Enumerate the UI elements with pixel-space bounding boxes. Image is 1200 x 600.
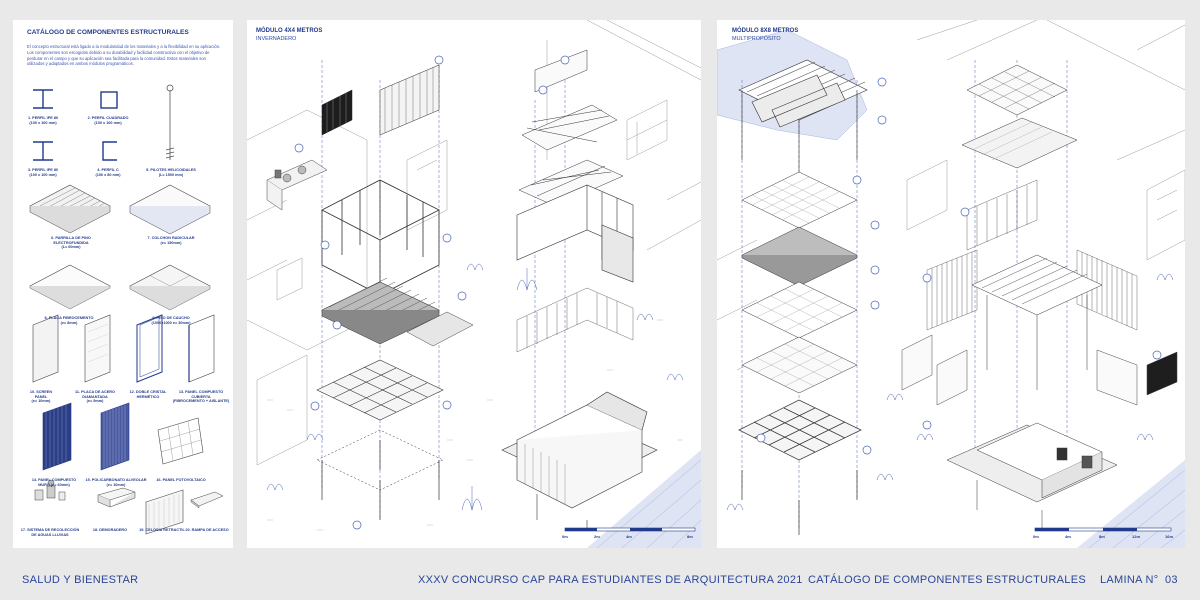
rubber-floor-icon <box>129 264 211 311</box>
scale-label: 2m <box>594 534 600 539</box>
catalog-item-label: 10. SCREEN PANEL (e= 10mm) <box>29 390 53 404</box>
composite-wall-panel-icon <box>42 402 72 471</box>
photovoltaic-panel-icon <box>157 417 204 465</box>
rainwater-system-icon <box>34 479 66 501</box>
assembled-pergola <box>971 254 1103 390</box>
ground-hatch <box>587 450 701 548</box>
catalog-item-label: 16. PANEL FOTOVOLTAICO <box>156 478 206 482</box>
scale-bar-2 <box>1034 527 1172 532</box>
double-glass-icon <box>136 314 163 383</box>
square-profile-icon <box>100 91 118 109</box>
scale-label: 4m <box>626 534 632 539</box>
scale-label: 8m <box>1099 534 1105 539</box>
plant-drawings <box>266 263 684 511</box>
solar-roof <box>961 64 1078 169</box>
scale-bar-1 <box>564 527 696 532</box>
background-buildings-2 <box>717 20 1185 371</box>
foundation-grid <box>316 359 444 421</box>
module-4x4-drawing <box>247 20 701 548</box>
catalog-drawings <box>29 84 224 535</box>
catalog-item-label: 19. CELOSIA RETRACTIL <box>139 528 185 532</box>
footer-contest: XXXV CONCURSO CAP PARA ESTUDIANTES DE AR… <box>418 574 803 586</box>
scale-label: 0m <box>562 534 568 539</box>
catalog-item-label: 14. PANEL COMPUESTO MURO (e= 60mm) <box>31 478 77 487</box>
scale-label: 0m <box>1033 534 1039 539</box>
greenhouse-walls <box>516 184 634 283</box>
composite-roof-panel-icon <box>188 314 215 383</box>
catalog-item-label: 11. PLACA DE ACERO DIAMANTADA (e= 5mm) <box>74 390 115 404</box>
ipe-profile-icon-2 <box>33 141 53 161</box>
footer-sheet-label: LAMINA N° <box>1100 574 1159 586</box>
footer-theme: SALUD Y BIENESTAR <box>22 574 139 586</box>
component-catalog-panel: CATÁLOGO DE COMPONENTES ESTRUCTURALES El… <box>13 20 233 548</box>
bench-icon <box>97 487 136 508</box>
diamond-plate-icon <box>84 314 111 383</box>
assembled-module <box>946 422 1118 530</box>
greenhouse-roof <box>518 49 624 207</box>
steel-frame <box>321 179 440 296</box>
catalog-item-label: 9. PISO DE CAUCHO (1000x1000 e= 30mm) <box>151 316 191 325</box>
catalog-item-label: 3. PERFIL IPE 80 (100 x 100 mm) <box>27 168 59 177</box>
catalog-item-label: 8. PLACA FIBROCEMENTO (e= 8mm) <box>44 316 94 325</box>
scale-label: 4m <box>1065 534 1071 539</box>
callouts-2 <box>756 77 1162 455</box>
module-4x4-sheet: MÓDULO 4X4 METROS INVERNADERO 0m 2m 4m 8… <box>247 20 701 548</box>
catalog-item-label: 12. DOBLE CRISTAL HERMÉTICO <box>129 390 167 399</box>
footer-sheet-number: 03 <box>1165 574 1178 586</box>
module-8x8-subtitle: MULTIPROPÓSITO <box>732 36 781 42</box>
polycarbonate-icon <box>100 402 130 471</box>
scale-label: 8m <box>687 534 693 539</box>
solar-panels <box>321 64 440 136</box>
root-mat-icon <box>129 184 211 235</box>
piles <box>316 429 444 520</box>
pine-grating-icon <box>29 184 111 234</box>
catalog-item-label: 1. PERFIL IPE 80 (100 x 100 mm) <box>27 116 59 125</box>
catalog-item-label: 15. POLICARBONATO ALVEOLAR (e= 10mm) <box>85 478 147 487</box>
ground-marks <box>267 319 683 531</box>
fibrocement-plate-icon <box>29 264 111 310</box>
module-8x8-title: MÓDULO 8X8 METROS <box>732 28 799 34</box>
catalog-item-label: 18. DEMORADERO <box>92 528 128 532</box>
grating-floor <box>321 277 440 345</box>
access-ramp-icon <box>190 491 224 509</box>
module-8x8-sheet: MÓDULO 8X8 METROS MULTIPROPÓSITO 0m 4m 8… <box>717 20 1185 548</box>
retractable-lattice-icon <box>145 489 184 535</box>
catalog-item-label: 7. COLCHON RADICULAR (e= 150mm) <box>147 236 195 245</box>
module-4x4-subtitle: INVERNADERO <box>256 36 297 42</box>
catalog-intro: El concepto estructural está ligado a la… <box>27 44 221 67</box>
catalog-item-label: 6. PARRILLA DE PINO ELECTROFUNDIDA (L= 6… <box>51 236 91 250</box>
ipe-profile-icon <box>33 89 53 109</box>
module-8x8-drawing <box>717 20 1185 548</box>
pergola-structure <box>738 59 868 190</box>
scale-label: 16m <box>1165 534 1174 539</box>
module-4x4-title: MÓDULO 4X4 METROS <box>256 28 323 34</box>
wall-panels <box>901 334 1178 406</box>
screen-panel-icon <box>32 314 59 383</box>
greenhouse-fence <box>516 287 634 353</box>
callouts <box>294 55 570 530</box>
greenhouse-assembled <box>501 391 658 530</box>
plant-drawings-2 <box>726 273 1174 511</box>
catalog-item-label: 2. PERFIL CUADRADO (100 x 100 mm) <box>87 116 129 125</box>
catalog-item-label: 5. PILOTES HELICOIDALES (L= 1500 mm) <box>146 168 196 177</box>
scale-label: 12m <box>1132 534 1141 539</box>
catalog-item-label: 4. PERFIL C (100 x 80 mm) <box>95 168 121 177</box>
ramp <box>406 311 474 347</box>
c-profile-icon <box>102 141 117 161</box>
footer-sheet-title: CATÁLOGO DE COMPONENTES ESTRUCTURALES <box>808 574 1086 586</box>
catalog-item-label: 13. PANEL COMPUESTO CUBIERTA (FIBROCEMEN… <box>172 390 230 404</box>
helical-pile-icon <box>165 84 175 160</box>
catalog-item-label: 20. RAMPA DE ACCESO <box>185 528 229 532</box>
foundation-grid-2 <box>738 399 862 535</box>
rain-system <box>266 159 328 211</box>
catalog-title: CATÁLOGO DE COMPONENTES ESTRUCTURALES <box>27 29 189 36</box>
catalog-item-label: 17. SISTEMA DE RECOLECCIÓN DE AGUAS LLUV… <box>20 528 80 537</box>
roof-slab <box>741 171 858 394</box>
